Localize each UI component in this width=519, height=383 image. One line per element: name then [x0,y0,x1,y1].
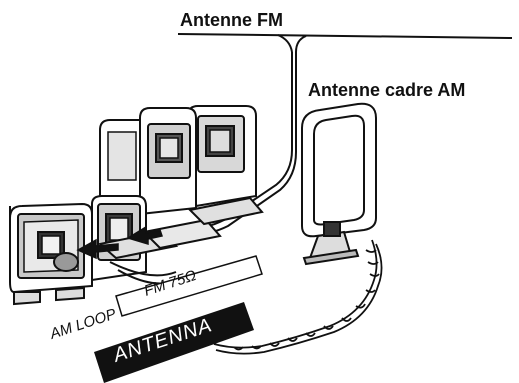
am-antenna-label: Antenne cadre AM [308,80,465,100]
am-loop-antenna [302,104,376,264]
fm-antenna-split [278,35,306,52]
am-loop-clip [324,222,340,236]
front-knob [54,253,78,271]
fm-antenna-label: Antenne FM [180,10,283,30]
am-loop-label: AM LOOP [47,306,118,344]
fm-antenna-top-wire [178,34,512,38]
